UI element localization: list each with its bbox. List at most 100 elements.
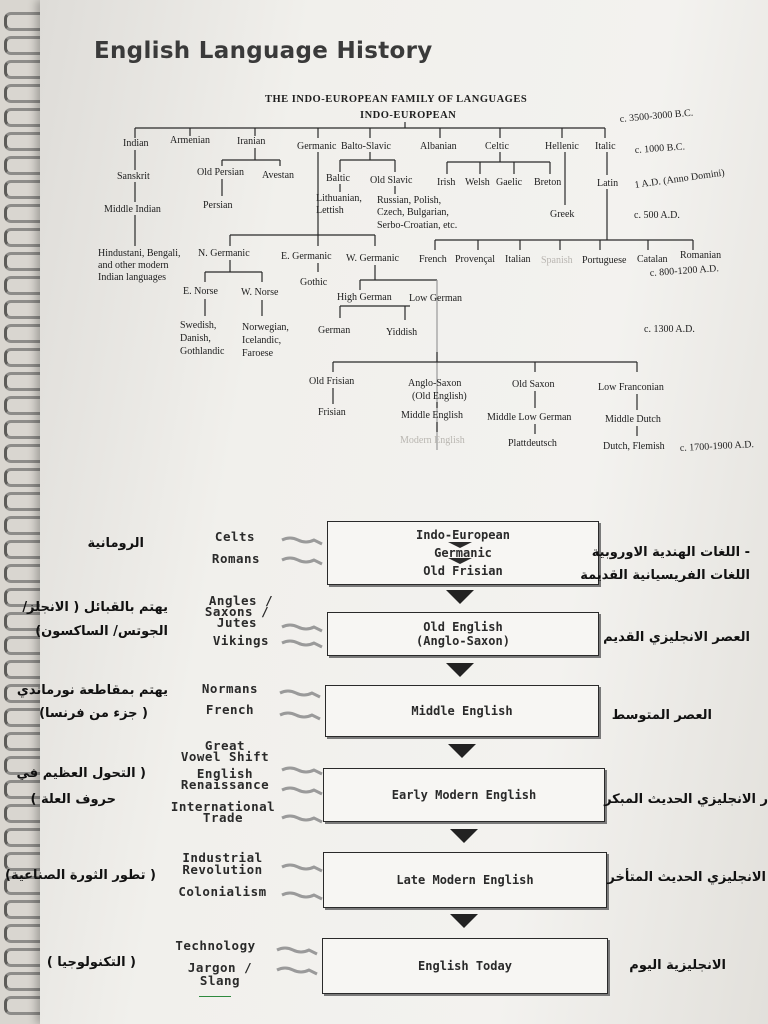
plattdeutsch: Plattdeutsch (508, 438, 557, 449)
frisian: Frisian (318, 407, 346, 418)
east-norse: E. Norse (183, 286, 219, 297)
note-right-early-modern: ر الانجليزي الحديث المبكر (604, 792, 768, 807)
note-left-vowel-shift-2: حروف العلة ) (30, 792, 117, 807)
baltic: Baltic (326, 173, 350, 184)
romance-romanian: Romanian (680, 250, 721, 261)
old-persian: Old Persian (197, 167, 244, 178)
stage-indo-european: Indo-European (416, 528, 510, 542)
old-frisian: Old Frisian (309, 376, 354, 387)
influence-vowel-shift: Vowel Shift (180, 749, 270, 764)
celtic-welsh: Welsh (465, 177, 490, 188)
russian-line2: Czech, Bulgarian, (377, 207, 449, 218)
russian-line1: Russian, Polish, (377, 195, 441, 206)
north-germanic: N. Germanic (198, 248, 250, 259)
yiddish: Yiddish (386, 327, 417, 338)
page-title: English Language History (94, 38, 433, 64)
middle-english: Middle English (401, 410, 463, 421)
note-left-industrial: ( تطور الثورة الصناعية) (5, 868, 156, 883)
high-german: High German (337, 292, 392, 303)
branch-balto-slavic: Balto-Slavic (341, 141, 392, 152)
influence-revolution: Revolution (182, 862, 263, 877)
old-saxon: Old Saxon (512, 379, 555, 390)
west-norse: W. Norse (241, 287, 279, 298)
squiggle-arrows-4 (281, 766, 323, 824)
hindustani-line2: and other modern (98, 260, 169, 271)
influence-celts: Celts (214, 529, 256, 544)
swedish-line3: Gothlandic (180, 346, 225, 357)
branch-italic: Italic (595, 141, 616, 152)
german: German (318, 325, 350, 336)
anglo-saxon-line2: (Old English) (412, 391, 467, 402)
influence-angles: Angles / (208, 593, 274, 608)
branch-armenian: Armenian (170, 135, 210, 146)
note-left-vowel-shift-1: ( التحول العظيم في (16, 766, 146, 781)
dutch-flemish: Dutch, Flemish (603, 441, 665, 452)
squiggle-arrows-6 (276, 946, 318, 976)
norwegian-line3: Faroese (242, 348, 274, 359)
influence-industrial: Industrial (182, 850, 263, 865)
influence-great: Great (204, 738, 246, 753)
norwegian-line2: Icelandic, (242, 335, 281, 346)
squiggle-arrows-5 (281, 863, 323, 901)
note-right-indo-european: - اللغات الهندية الاوروبية (591, 545, 750, 560)
lithuanian-line1: Lithuanian, (316, 193, 362, 204)
influence-normans: Normans (201, 681, 259, 696)
tree-root: INDO-EUROPEAN (360, 110, 456, 121)
influence-colonialism: Colonialism (178, 884, 267, 899)
romance-french: French (419, 254, 447, 265)
note-right-old-english: العصر الانجليزي القديم (603, 630, 750, 645)
branch-hellenic: Hellenic (545, 141, 579, 152)
date-3500bc: c. 3500-3000 B.C. (619, 108, 693, 125)
influence-trade: Trade (202, 810, 244, 825)
stage-early-modern-english: Early Modern English (391, 788, 537, 802)
lithuanian-line2: Lettish (316, 205, 344, 216)
date-500ad: c. 500 A.D. (634, 210, 680, 221)
low-german: Low German (409, 293, 462, 304)
celtic-irish: Irish (437, 177, 455, 188)
low-franconian: Low Franconian (598, 382, 664, 393)
date-1ad: 1 A.D. (Anno Domini) (634, 167, 725, 191)
green-underline (199, 996, 231, 997)
note-left-normandy-1: يهتم بمقاطعة نورماندي (16, 683, 168, 698)
influence-slang: Slang (199, 973, 241, 988)
influence-vikings: Vikings (212, 633, 270, 648)
note-right-late-modern: الانجليزي الحديث المتأخر (607, 870, 766, 885)
squiggle-arrows-1 (281, 536, 323, 566)
date-1000bc: c. 1000 B.C. (634, 142, 685, 156)
middle-low-german: Middle Low German (487, 412, 571, 423)
celtic-gaelic: Gaelic (496, 177, 523, 188)
stage-germanic: Germanic (434, 546, 492, 560)
date-800-1200ad: c. 800-1200 A.D. (649, 263, 719, 279)
branch-albanian: Albanian (420, 141, 457, 152)
avestan: Avestan (262, 170, 294, 181)
gothic: Gothic (300, 277, 328, 288)
west-germanic: W. Germanic (346, 253, 400, 264)
date-1700-1900ad: c. 1700-1900 A.D. (680, 439, 755, 454)
hindustani-line1: Hindustani, Bengali, (98, 248, 181, 259)
stage-box-old-english: Old English (Anglo-Saxon) (327, 612, 599, 656)
stage-late-modern-english: Late Modern English (396, 873, 534, 887)
down-arrow-4 (450, 829, 478, 843)
stage-box-english-today: English Today (322, 938, 608, 994)
branch-germanic: Germanic (297, 141, 337, 152)
romance-catalan: Catalan (637, 254, 668, 265)
note-left-technology: ( التكنولوجيا ) (46, 955, 136, 970)
note-left-romanian: الرومانية (87, 536, 144, 551)
influence-saxons: Saxons / (204, 604, 270, 619)
latin: Latin (597, 178, 618, 189)
note-left-tribes-2: الجوتس/ الساكسون) (35, 624, 168, 639)
modern-english: Modern English (400, 435, 465, 446)
sanskrit: Sanskrit (117, 171, 150, 182)
celtic-breton: Breton (534, 177, 561, 188)
branch-iranian: Iranian (237, 136, 265, 147)
norwegian-line1: Norwegian, (242, 322, 289, 333)
greek: Greek (550, 209, 574, 220)
stage-box-early-modern-english: Early Modern English (323, 768, 605, 822)
anglo-saxon-line1: Anglo-Saxon (408, 378, 461, 389)
influence-french: French (205, 702, 255, 717)
romance-spanish: Spanish (541, 255, 573, 266)
stage-old-english: Old English (423, 620, 503, 634)
east-germanic: E. Germanic (281, 251, 332, 262)
squiggle-arrows-2 (281, 623, 323, 649)
hindustani-line3: Indian languages (98, 272, 166, 283)
